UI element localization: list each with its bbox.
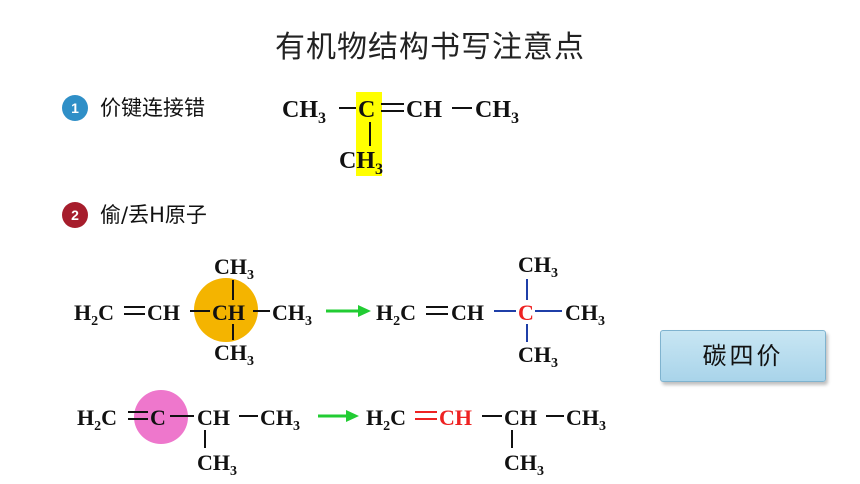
svg-text:CH3: CH3 <box>518 342 558 371</box>
f2l-ch2: CH <box>212 300 245 325</box>
svg-text:CH3: CH3 <box>504 450 544 479</box>
svg-text:CH3: CH3 <box>565 300 605 329</box>
f1-ch3-left: CH <box>282 97 318 123</box>
f2r-ch3-right: CH <box>565 300 598 325</box>
f3r-ch-red: CH <box>439 405 472 430</box>
f1-c-center: C <box>358 97 375 123</box>
f3r-ch3-right: CH <box>566 405 599 430</box>
f2l-ch3-bottom: CH <box>214 340 247 365</box>
svg-text:H2C: H2C <box>366 405 406 434</box>
svg-text:H2C: H2C <box>376 300 416 329</box>
f1-ch: CH <box>406 97 442 123</box>
f3l-ch3-branch: CH <box>197 450 230 475</box>
svg-text:CH3: CH3 <box>339 148 383 178</box>
svg-text:H2C: H2C <box>77 405 117 434</box>
carbon-valence-note: 碳四价 <box>660 330 826 382</box>
f2l-ch3-top: CH <box>214 254 247 279</box>
point-2-label: 偷/丢H原子 <box>100 203 207 227</box>
f3r-ch3-branch: CH <box>504 450 537 475</box>
f1-ch3-right: CH <box>475 97 511 123</box>
page-title: 有机物结构书写注意点 <box>275 30 585 65</box>
f3l-c: C <box>150 405 166 430</box>
svg-text:CH3: CH3 <box>566 405 606 434</box>
f2l-ch1: CH <box>147 300 180 325</box>
svg-text:CH3: CH3 <box>197 450 237 479</box>
f3r-h: H <box>366 405 383 430</box>
f3r-ch: CH <box>504 405 537 430</box>
svg-text:CH3: CH3 <box>518 252 558 281</box>
svg-text:CH3: CH3 <box>214 340 254 369</box>
f3l-ch: CH <box>197 405 230 430</box>
svg-text:CH3: CH3 <box>272 300 312 329</box>
point-1-label: 价键连接错 <box>100 96 205 120</box>
f1-ch3-branch: CH <box>339 148 375 174</box>
highlight-circle-orange <box>194 278 258 342</box>
f2r-h: H <box>376 300 393 325</box>
f2r-ch3-top: CH <box>518 252 551 277</box>
f3l-h: H <box>77 405 94 430</box>
svg-text:CH3: CH3 <box>260 405 300 434</box>
point-1-badge: 1 <box>62 95 88 121</box>
f2r-c-red: C <box>518 300 534 325</box>
f2l-h: H <box>74 300 91 325</box>
f2r-ch: CH <box>451 300 484 325</box>
arrow-head <box>358 305 371 317</box>
svg-text:CH3: CH3 <box>282 97 326 127</box>
f2r-ch3-bottom: CH <box>518 342 551 367</box>
svg-text:CH3: CH3 <box>214 254 254 283</box>
svg-text:H2C: H2C <box>74 300 114 329</box>
point-2-badge: 2 <box>62 202 88 228</box>
svg-text:CH3: CH3 <box>475 97 519 127</box>
arrow-head-2 <box>346 410 359 422</box>
f2l-ch3-right: CH <box>272 300 305 325</box>
highlight-circle-pink <box>134 390 188 444</box>
f3l-ch3-right: CH <box>260 405 293 430</box>
